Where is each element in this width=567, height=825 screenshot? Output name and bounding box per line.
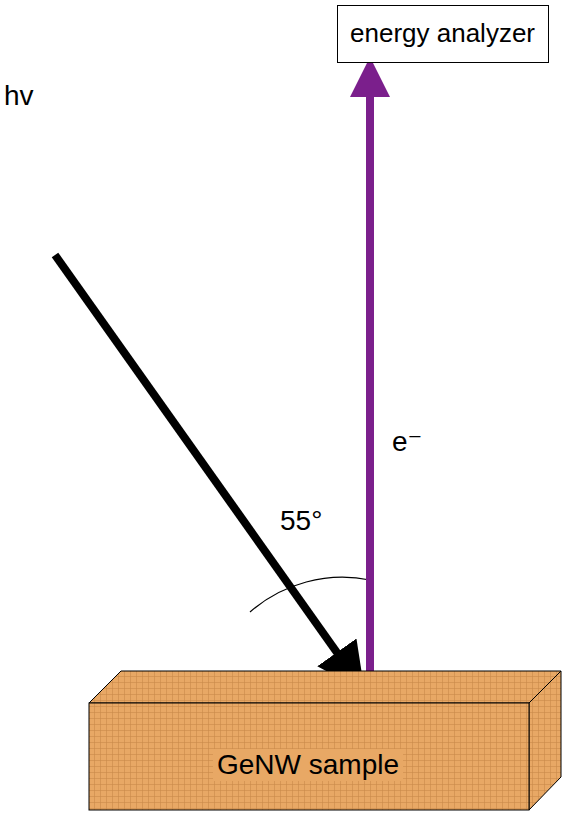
sample-outline [88,670,562,812]
angle-label: 55° [280,505,322,537]
electron-arrow [366,65,374,703]
sample-label: GeNW sample [213,749,403,781]
edge-label: e⁻ [392,425,422,458]
photon-label: hv [4,80,34,112]
photon-beam [55,255,360,685]
analyzer-box: energy analyzer [337,5,549,63]
analyzer-label: energy analyzer [350,18,535,49]
sample-block: GeNW sample [88,670,562,812]
angle-arc [250,577,370,612]
